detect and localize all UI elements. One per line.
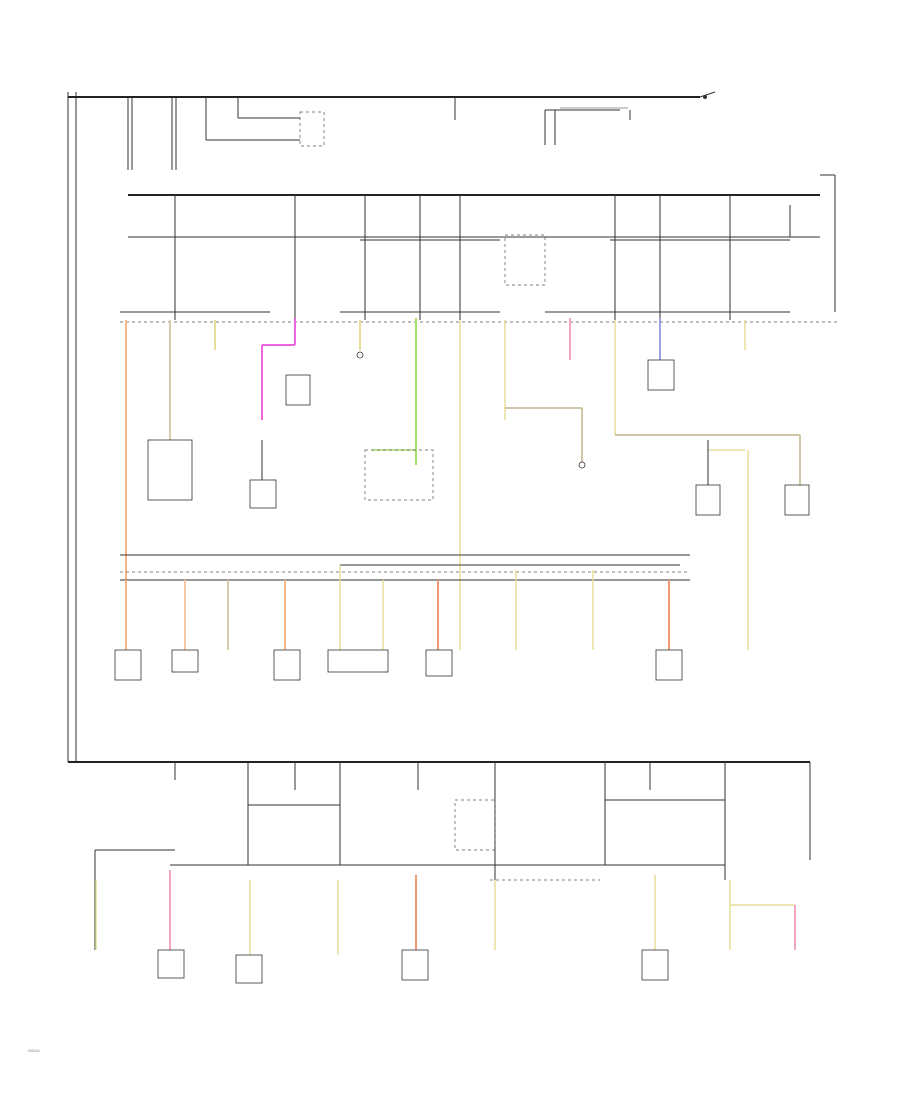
battery-feed-section — [67, 91, 716, 762]
component-box — [157, 949, 185, 979]
middle-ground-bus — [120, 554, 690, 581]
component-box — [641, 949, 669, 981]
component-box — [249, 479, 277, 509]
component-box — [235, 954, 263, 984]
upper-components — [147, 351, 810, 516]
middle-components — [114, 649, 683, 681]
upper-connector-row — [120, 311, 840, 323]
component-box — [784, 484, 810, 516]
component-box — [285, 374, 311, 406]
component-box — [647, 359, 675, 391]
middle-colored-wires — [125, 565, 670, 650]
page-id: G0041 — [28, 1048, 41, 1053]
lower-components — [157, 949, 669, 984]
upper-fuse-block — [128, 174, 836, 320]
component-box — [273, 649, 301, 681]
lower-fuse-block — [68, 761, 811, 880]
component-box — [171, 649, 199, 673]
component-box — [655, 649, 683, 681]
component-box — [327, 649, 389, 673]
component-box — [147, 439, 193, 501]
component-box — [695, 484, 721, 516]
component-box — [114, 649, 142, 681]
component-box — [401, 949, 429, 981]
lower-colored-wires — [95, 870, 796, 955]
component-box — [425, 649, 453, 677]
lower-connector-row — [94, 849, 725, 950]
